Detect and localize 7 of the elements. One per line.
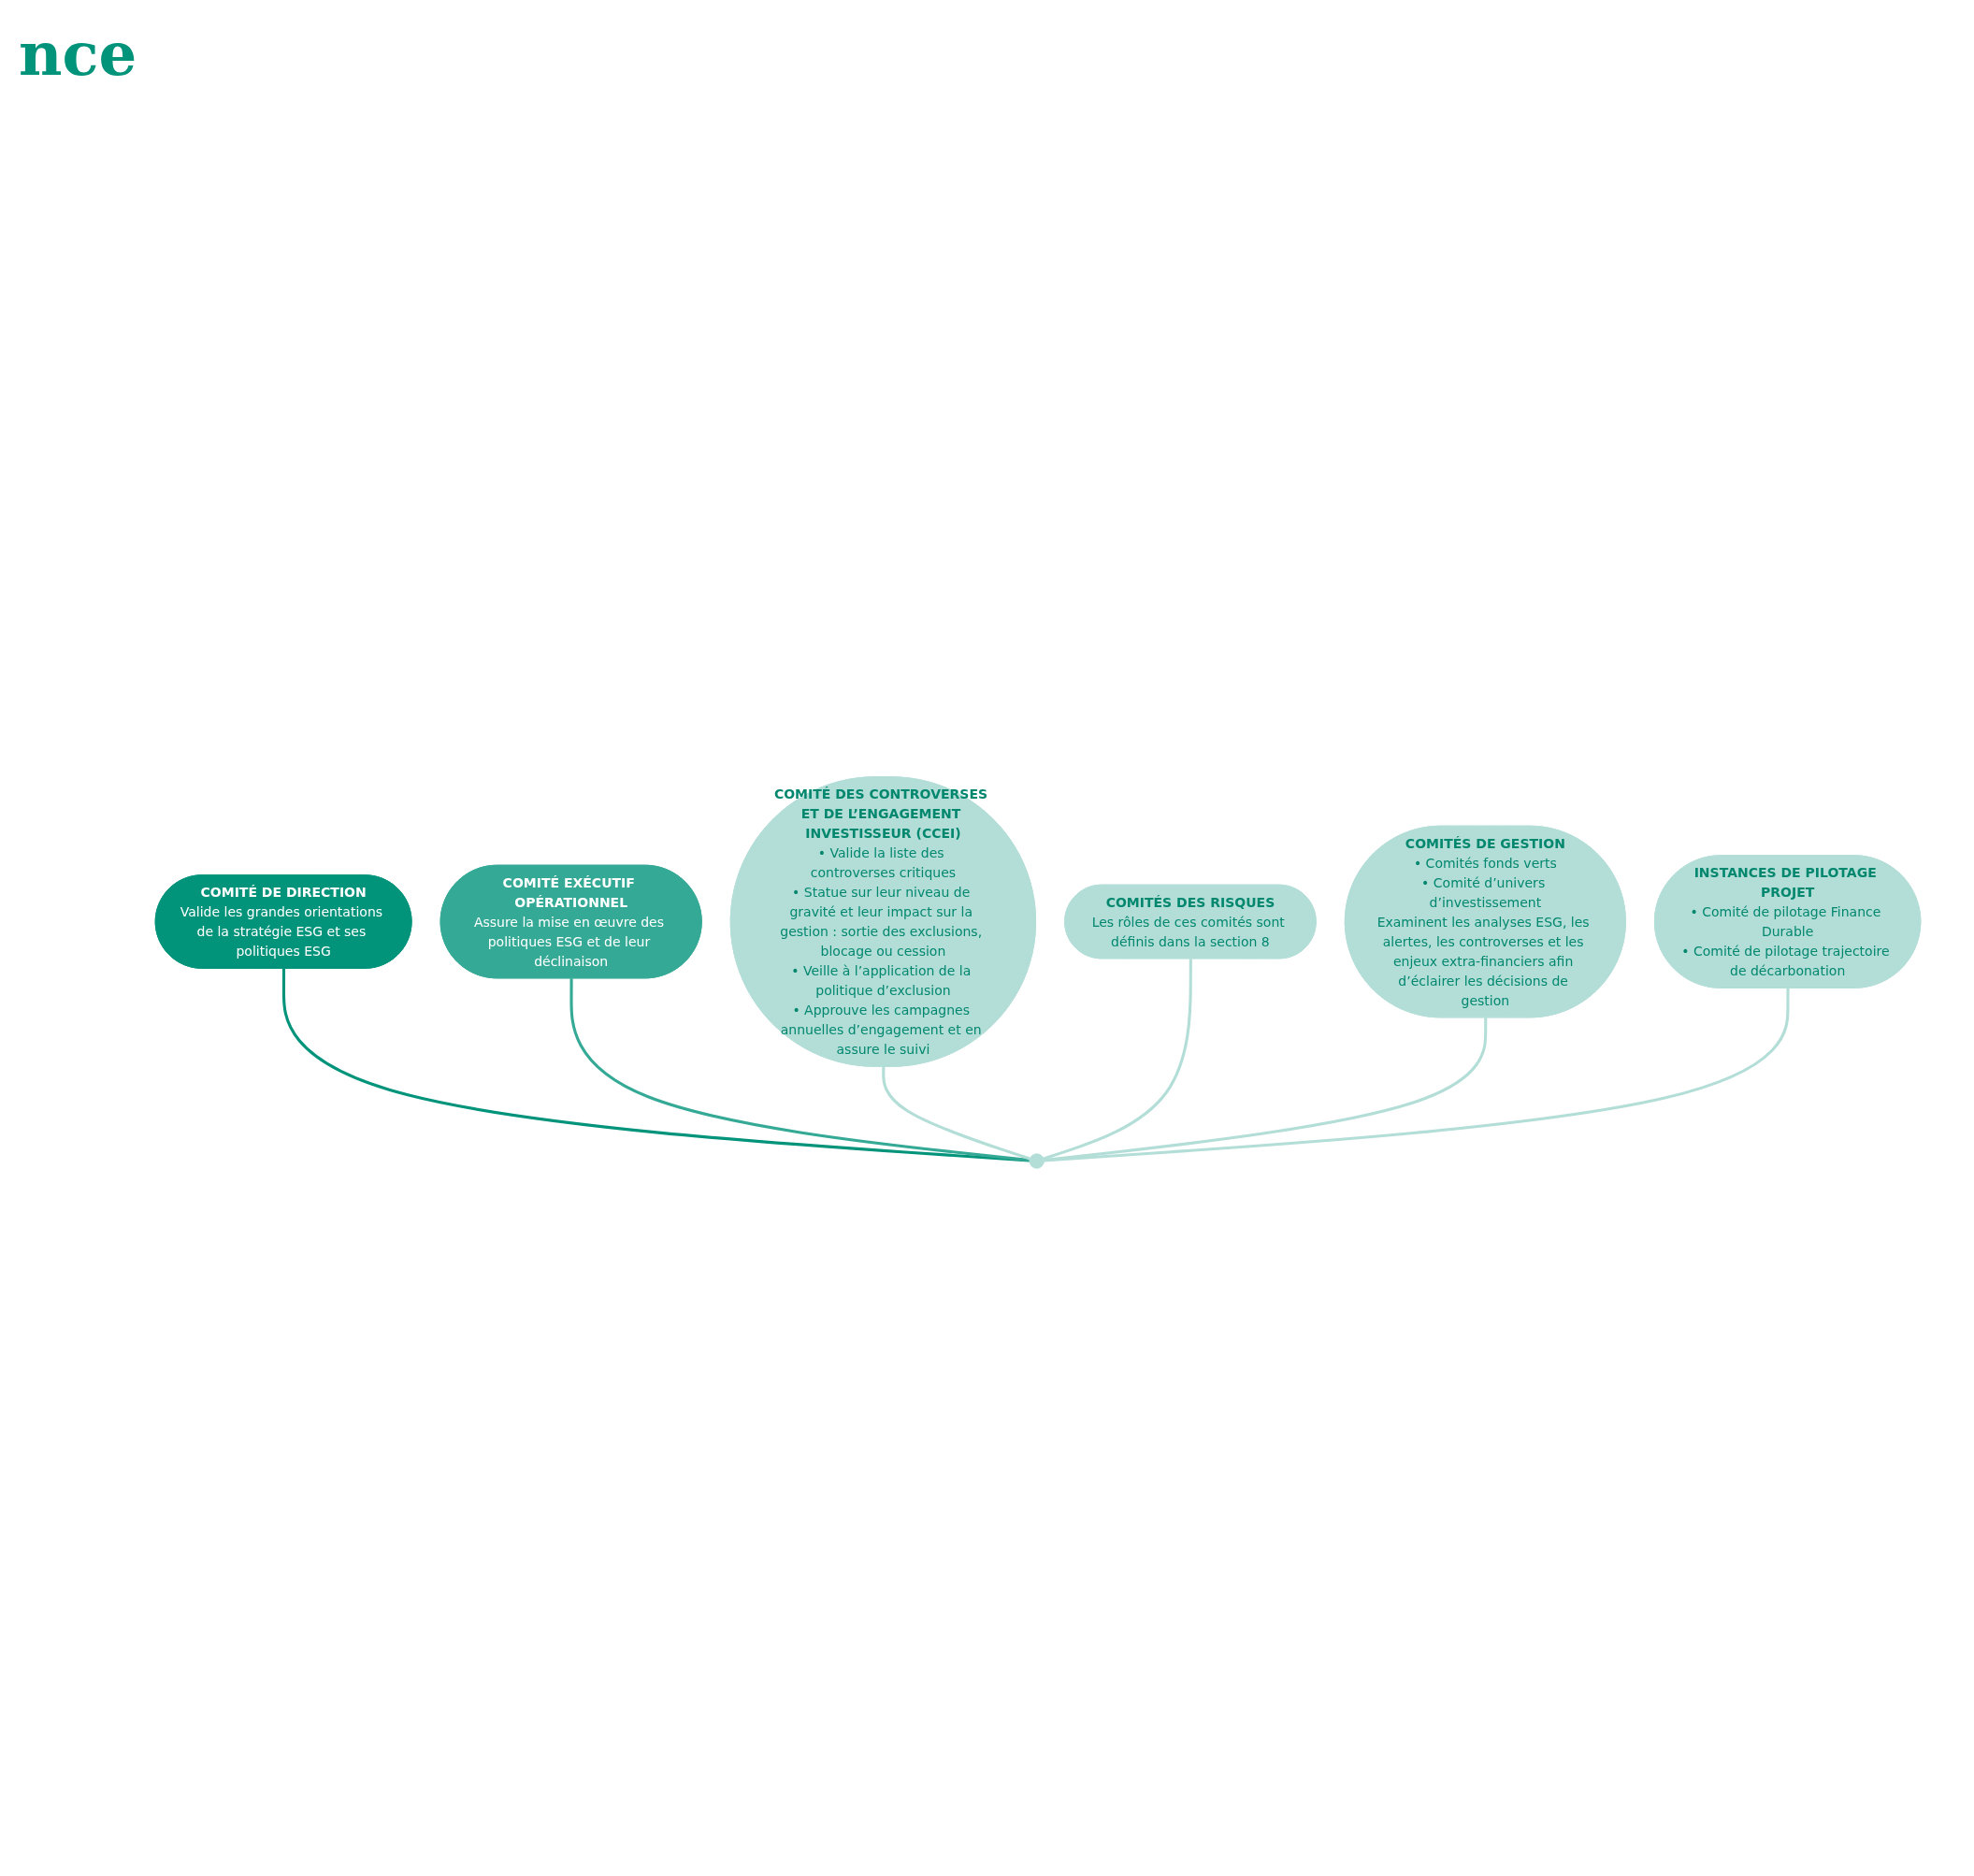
connector [569,978,1030,1162]
connector [1044,988,1790,1162]
connector [882,1066,1030,1161]
connector [281,968,1030,1162]
connector [1043,959,1192,1161]
node-circle [1029,1153,1045,1169]
title-fragment: nce [19,19,137,89]
